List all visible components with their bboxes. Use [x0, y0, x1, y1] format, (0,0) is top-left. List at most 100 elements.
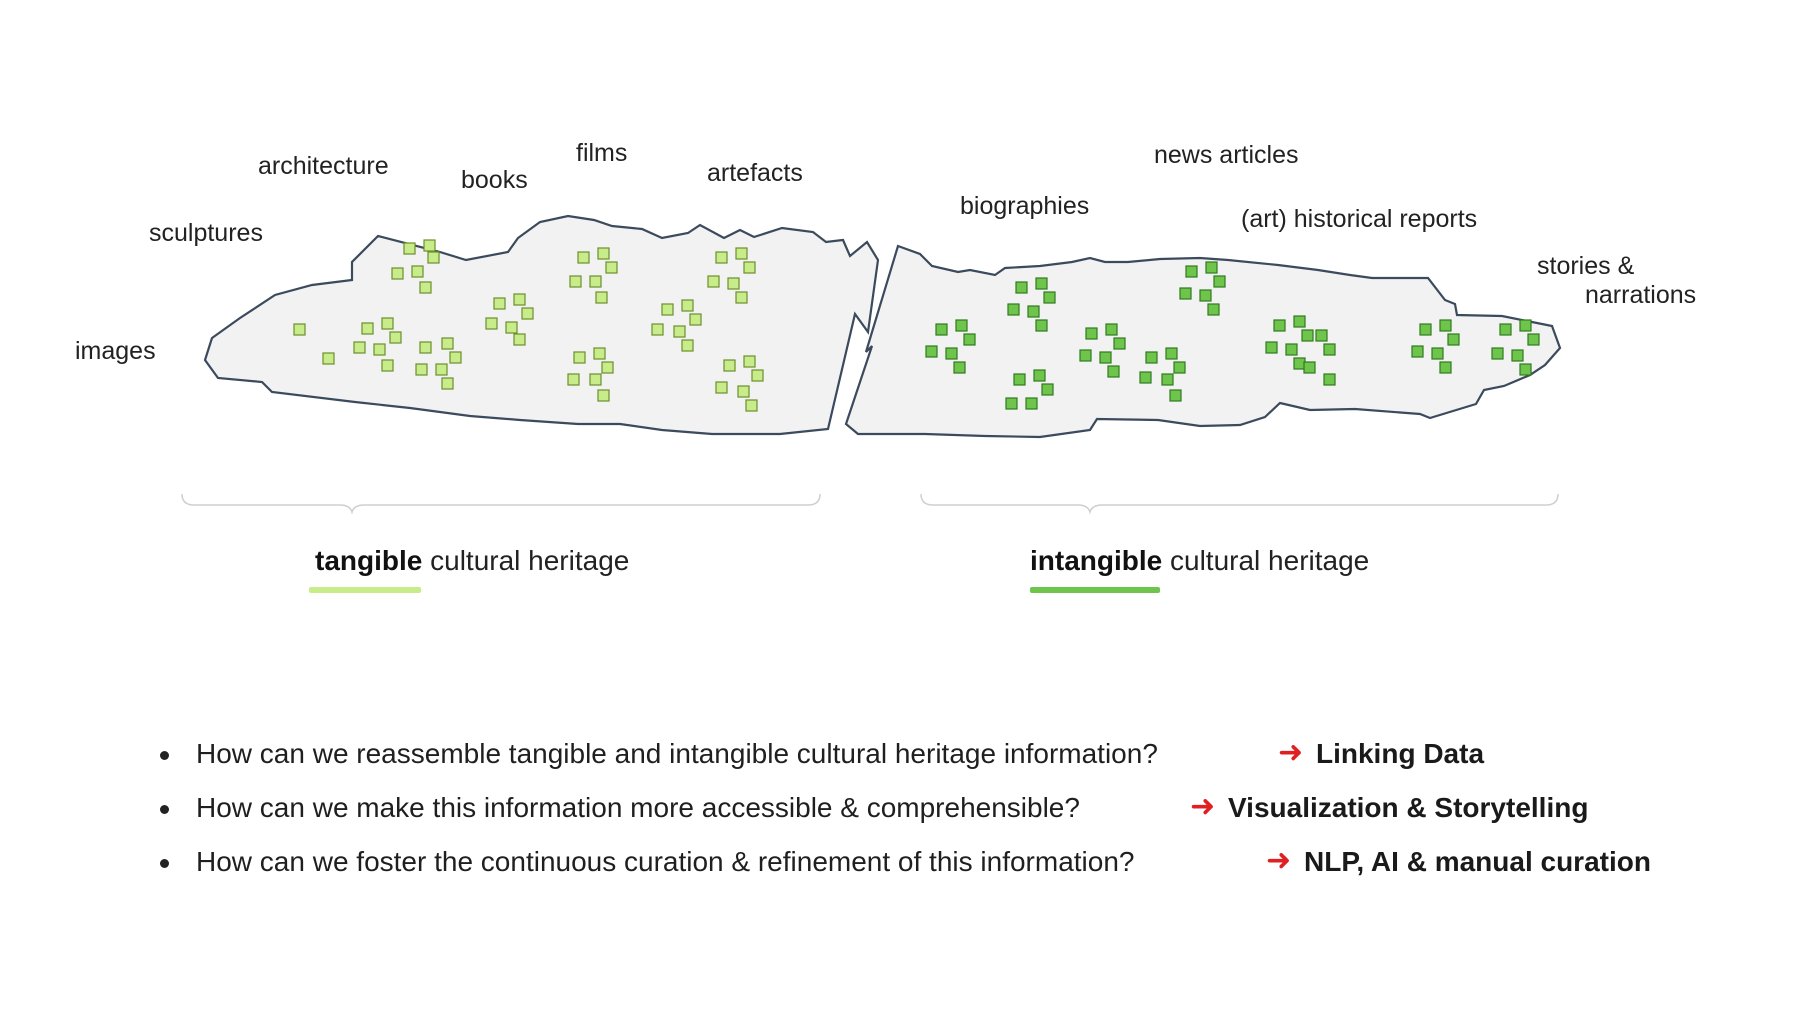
intangible-item-square	[1511, 349, 1524, 362]
intangible-item-square	[1079, 349, 1092, 362]
intangible-item-square	[1027, 305, 1040, 318]
tangible-item-square	[597, 389, 610, 402]
intangible-item-square	[1527, 333, 1540, 346]
intangible-item-square	[1411, 345, 1424, 358]
tangible-item-square	[411, 265, 424, 278]
answer-1: Linking Data	[1316, 738, 1485, 769]
intangible-item-square	[1207, 303, 1220, 316]
tangible-item-square	[513, 333, 526, 346]
intangible-item-square	[1007, 303, 1020, 316]
tangible-blob	[203, 214, 880, 436]
tangible-item-square	[651, 323, 664, 336]
tangible-item-square	[727, 277, 740, 290]
tangible-item-square	[737, 385, 750, 398]
intangible-caption-bold: intangible	[1030, 545, 1163, 576]
intangible-item-square	[1285, 343, 1298, 356]
tangible-item-square	[577, 251, 590, 264]
tangible-item-square	[567, 373, 580, 386]
intangible-caption-rest: cultural heritage	[1162, 545, 1370, 576]
intangible-item-square	[1323, 343, 1336, 356]
intangible-item-square	[1105, 323, 1118, 336]
intangible-item-square	[1491, 347, 1504, 360]
question-2: How can we make this information more ac…	[196, 792, 1080, 823]
intangible-item-square	[1173, 361, 1186, 374]
intangible-item-square	[1013, 373, 1026, 386]
label-artefacts: artefacts	[707, 159, 803, 187]
tangible-item-square	[415, 363, 428, 376]
intangible-item-square	[925, 345, 938, 358]
tangible-caption-bold: tangible	[315, 545, 423, 576]
tangible-item-square	[353, 341, 366, 354]
intangible-item-square	[1025, 397, 1038, 410]
intangible-item-square	[1085, 327, 1098, 340]
tangible-item-square	[427, 251, 440, 264]
tangible-caption-rest: cultural heritage	[422, 545, 630, 576]
intangible-brace	[920, 493, 1559, 515]
intangible-item-square	[1169, 389, 1182, 402]
tangible-item-square	[403, 242, 416, 255]
tangible-underline	[309, 587, 421, 593]
intangible-item-square	[1301, 329, 1314, 342]
tangible-item-square	[423, 239, 436, 252]
tangible-item-square	[435, 363, 448, 376]
intangible-item-square	[1293, 315, 1306, 328]
intangible-item-square	[1315, 329, 1328, 342]
intangible-item-square	[1205, 261, 1218, 274]
tangible-item-square	[715, 251, 728, 264]
intangible-item-square	[945, 347, 958, 360]
label-images: images	[75, 337, 156, 365]
tangible-item-square	[707, 275, 720, 288]
intangible-item-square	[1323, 373, 1336, 386]
tangible-item-square	[419, 281, 432, 294]
intangible-item-square	[1419, 323, 1432, 336]
tangible-item-square	[505, 321, 518, 334]
intangible-item-square	[1179, 287, 1192, 300]
tangible-item-square	[743, 261, 756, 274]
intangible-item-square	[1303, 361, 1316, 374]
tangible-item-square	[419, 341, 432, 354]
label-films: films	[576, 139, 628, 167]
intangible-item-square	[1041, 383, 1054, 396]
tangible-item-square	[573, 351, 586, 364]
label-architecture: architecture	[258, 152, 389, 180]
tangible-item-square	[381, 317, 394, 330]
tangible-item-square	[597, 247, 610, 260]
tangible-item-square	[745, 399, 758, 412]
intangible-item-square	[1107, 365, 1120, 378]
label-historical-reports: (art) historical reports	[1241, 205, 1478, 233]
intangible-item-square	[1265, 341, 1278, 354]
tangible-item-square	[391, 267, 404, 280]
intangible-item-square	[1447, 333, 1460, 346]
tangible-caption: tangible cultural heritage	[315, 545, 629, 577]
intangible-item-square	[1161, 373, 1174, 386]
tangible-item-square	[689, 313, 702, 326]
intangible-item-square	[1139, 371, 1152, 384]
tangible-item-square	[293, 323, 306, 336]
tangible-item-square	[593, 347, 606, 360]
intangible-item-square	[1519, 363, 1532, 376]
tangible-item-square	[389, 331, 402, 344]
intangible-item-square	[1099, 351, 1112, 364]
tangible-item-square	[715, 381, 728, 394]
label-sculptures: sculptures	[149, 219, 263, 247]
intangible-item-square	[1113, 337, 1126, 350]
intangible-item-square	[1145, 351, 1158, 364]
intangible-item-square	[1035, 277, 1048, 290]
intangible-item-square	[1165, 347, 1178, 360]
bullet-1	[160, 751, 169, 760]
tangible-item-square	[485, 317, 498, 330]
tangible-item-square	[601, 361, 614, 374]
intangible-item-square	[1043, 291, 1056, 304]
tangible-item-square	[681, 339, 694, 352]
tangible-item-square	[449, 351, 462, 364]
arrow-icon: ➜	[1278, 736, 1304, 769]
tangible-item-square	[735, 291, 748, 304]
tangible-item-square	[322, 352, 335, 365]
tangible-item-square	[361, 322, 374, 335]
intangible-item-square	[953, 361, 966, 374]
answer-2: Visualization & Storytelling	[1228, 792, 1589, 823]
tangible-item-square	[743, 355, 756, 368]
tangible-item-square	[521, 307, 534, 320]
intangible-item-square	[1519, 319, 1532, 332]
